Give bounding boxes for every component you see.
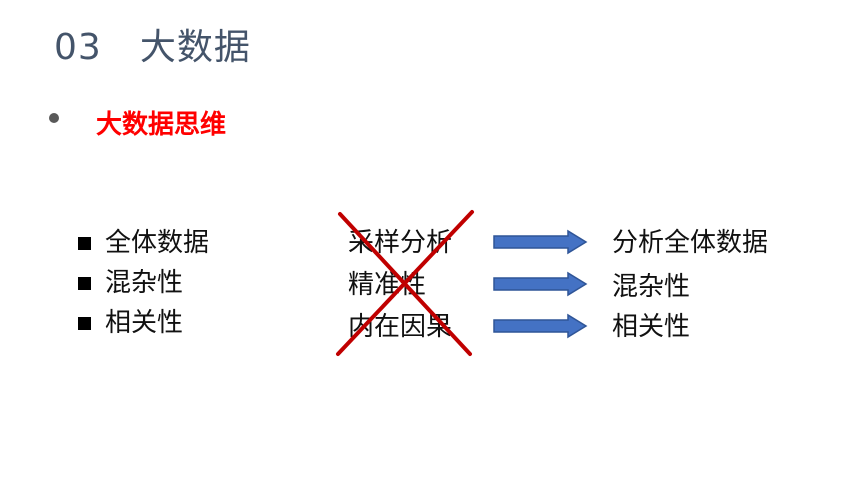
right-arrow-icon (493, 229, 588, 255)
left-item-label: 相关性 (105, 308, 184, 338)
square-bullet-icon (78, 236, 91, 250)
section-number: 03 (54, 27, 102, 68)
red-x-icon (336, 210, 474, 356)
right-item: 分析全体数据 (612, 228, 769, 258)
right-arrow-icon (493, 313, 588, 339)
left-list-item: 全体数据 (78, 226, 209, 260)
left-list-item: 混杂性 (78, 266, 183, 300)
left-item-label: 混杂性 (105, 268, 184, 298)
right-item: 相关性 (612, 312, 691, 342)
bullet-dot-icon (49, 113, 59, 123)
section-title: 大数据 (139, 27, 251, 68)
square-bullet-icon (78, 316, 91, 330)
bullet-heading: 大数据思维 (96, 110, 227, 140)
square-bullet-icon (78, 276, 91, 290)
left-item-label: 全体数据 (105, 228, 210, 258)
left-list-item: 相关性 (78, 306, 183, 340)
right-item: 混杂性 (612, 272, 691, 302)
right-arrow-icon (493, 271, 588, 297)
slide-title: 03 大数据 (54, 18, 251, 70)
